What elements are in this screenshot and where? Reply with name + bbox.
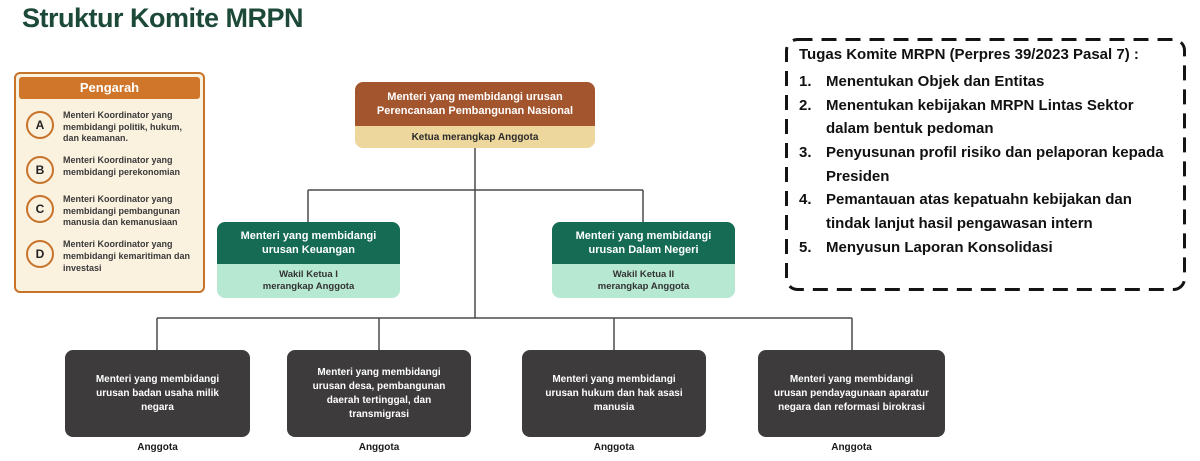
tugas-item-4: 4. Pemantauan atas kepatuahn kebijakan d…	[799, 188, 1173, 235]
tugas-item-number: 1.	[799, 73, 812, 90]
letter-badge-a: A	[26, 111, 54, 139]
letter-badge-c: C	[26, 195, 54, 224]
pengarah-item-c: C Menteri Koordinator yang membidangi pe…	[26, 193, 195, 229]
tugas-item-number: 4.	[799, 191, 812, 209]
node-wakil-ketua-1: Menteri yang membidangi urusan Keuangan …	[217, 222, 400, 298]
node-wakil-ketua-2: Menteri yang membidangi urusan Dalam Neg…	[552, 222, 735, 298]
node-wakil-1-title: Menteri yang membidangi urusan Keuangan	[217, 222, 400, 264]
tugas-item-5: 5. Menyusun Laporan Konsolidasi	[799, 236, 1173, 260]
anggota-role-label-1: Anggota	[137, 442, 178, 453]
pengarah-item-text: Menteri Koordinator yang membidangi poli…	[63, 110, 183, 144]
node-ketua: Menteri yang membidangi urusan Perencana…	[355, 82, 595, 148]
tugas-item-text: Menentukan Objek dan Entitas	[826, 73, 1045, 90]
node-ketua-title: Menteri yang membidangi urusan Perencana…	[355, 82, 595, 126]
tugas-header: Tugas Komite MRPN (Perpres 39/2023 Pasal…	[799, 46, 1139, 63]
pengarah-header: Pengarah	[19, 77, 200, 99]
anggota-role-label-3: Anggota	[593, 442, 635, 453]
tugas-dashed-border	[785, 38, 1186, 291]
node-anggota-2: Menteri yang membidangi urusan desa, pem…	[287, 350, 471, 437]
anggota-role-label-4: Anggota	[831, 442, 872, 453]
tugas-panel: Tugas Komite MRPN (Perpres 39/2023 Pasal…	[799, 46, 1173, 260]
tugas-item-text: Menyusun Laporan Konsolidasi	[826, 238, 1053, 256]
node-wakil-2-title: Menteri yang membidangi urusan Dalam Neg…	[552, 222, 735, 264]
node-wakil-2-role: Wakil Ketua II merangkap Anggota	[552, 264, 735, 298]
node-wakil-1-role: Wakil Ketua I merangkap Anggota	[217, 264, 400, 298]
node-anggota-3: Menteri yang membidangi urusan hukum dan…	[522, 350, 706, 437]
node-anggota-4: Menteri yang membidangi urusan pendayagu…	[758, 350, 945, 437]
pengarah-item-a: A Menteri Koordinator yang membidangi po…	[26, 109, 195, 145]
tugas-item-text: Penyusunan profil risiko dan pelaporan k…	[826, 144, 1164, 185]
tugas-item-1: 1. Menentukan Objek dan Entitas	[799, 70, 1173, 94]
node-anggota-1: Menteri yang membidangi urusan badan usa…	[65, 350, 250, 437]
pengarah-items: A Menteri Koordinator yang membidangi po…	[16, 102, 203, 274]
pengarah-item-text: Menteri Koordinator yang membidangi kema…	[63, 239, 191, 273]
node-ketua-role: Ketua merangkap Anggota	[355, 126, 595, 148]
tugas-item-text: Menentukan kebijakan MRPN Lintas Sektor …	[826, 96, 1134, 138]
anggota-role-label-2: Anggota	[358, 442, 400, 453]
page-title: Struktur Komite MRPN	[22, 3, 304, 33]
tugas-item-text: Pemantauan atas kepatuahn kebijakan dan …	[826, 191, 1132, 233]
pengarah-item-b: B Menteri Koordinator yang membidangi pe…	[26, 154, 195, 185]
letter-badge-d: D	[26, 240, 54, 269]
pengarah-item-text: Menteri Koordinator yang membidangi pemb…	[63, 194, 181, 228]
tugas-item-number: 5.	[799, 238, 812, 256]
pengarah-item-d: D Menteri Koordinator yang membidangi ke…	[26, 238, 195, 274]
tugas-item-2: 2. Menentukan kebijakan MRPN Lintas Sekt…	[799, 94, 1173, 141]
tugas-item-number: 2.	[799, 96, 812, 114]
node-wakil-1-role-text: Wakil Ketua I merangkap Anggota	[262, 268, 355, 292]
tugas-item-3: 3. Penyusunan profil risiko dan pelapora…	[799, 141, 1173, 188]
pengarah-panel: Pengarah A Menteri Koordinator yang memb…	[14, 72, 205, 293]
node-wakil-2-role-text: Wakil Ketua II merangkap Anggota	[597, 268, 690, 292]
tugas-item-number: 3.	[799, 144, 812, 162]
pengarah-item-text: Menteri Koordinator yang membidangi pere…	[63, 155, 181, 177]
letter-badge-b: B	[26, 156, 54, 185]
